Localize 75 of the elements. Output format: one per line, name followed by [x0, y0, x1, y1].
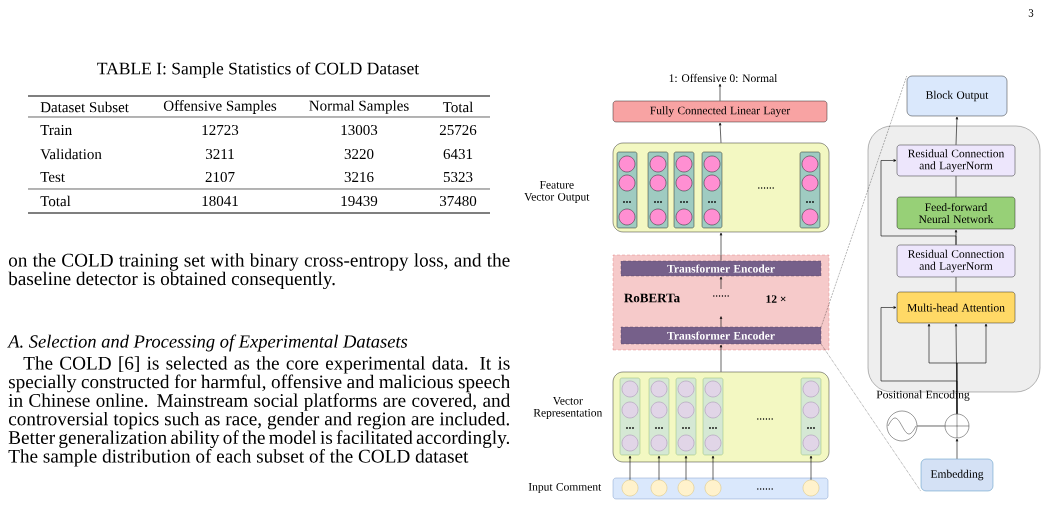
arrow	[719, 232, 723, 262]
table-cell: Train	[40, 124, 72, 136]
connector-line	[955, 175, 957, 198]
table-cell: 2107	[205, 171, 235, 183]
ellipsis: ......	[757, 488, 773, 490]
table-cell: 25726	[439, 124, 477, 136]
arrow	[880, 306, 958, 415]
arrow	[809, 455, 813, 481]
norm-box: Residual Connection and LayerNorm	[896, 144, 1016, 177]
ellipsis: ......	[713, 295, 729, 297]
arrow	[955, 438, 959, 460]
vector-column	[619, 377, 641, 456]
arrow	[711, 455, 715, 481]
token-circle	[621, 479, 639, 497]
connector-line	[916, 425, 946, 427]
ellipsis: ......	[757, 418, 773, 420]
section-heading: A. Selection and Processing of Experimental Datasets	[7, 334, 408, 352]
model-name: RoBERTa	[624, 293, 680, 303]
network-box: Feed-forward Neural Network	[896, 196, 1016, 230]
arrow	[719, 344, 723, 373]
side-label: Input Comment	[528, 482, 602, 493]
page-number: 3	[1028, 9, 1034, 17]
table-cell: 5323	[443, 171, 473, 183]
token-circle	[802, 479, 820, 497]
table-caption: TABLE I: Sample Statistics of COLD Dataset	[97, 61, 420, 78]
table-cell: 37480	[440, 195, 477, 207]
output-box: Block Output	[906, 75, 1008, 117]
arrow	[718, 83, 722, 102]
paragraph: The COLD [6] is selected as the core experimental data. It is specially constructed for harmful, offensive and malicious speech in Chinese online. Mainstream social platforms are covered, and controversial topics such as race, gender and region are included. Better generalization ability of the model is facilitated accordingly. The sample distribution of each subset of the COLD dataset	[8, 356, 510, 467]
arrow	[718, 122, 722, 144]
table-header: Normal Samples	[309, 100, 409, 114]
vector-column	[800, 377, 822, 456]
table-cell: 18041	[202, 195, 238, 207]
encoder-bar: Transformer Encoder	[620, 260, 822, 277]
paragraph: on the COLD training set with binary cross-entropy loss, and the baseline detector is obtained consequently.	[8, 253, 510, 290]
arrow	[719, 316, 723, 328]
vector-column	[702, 377, 724, 456]
encoder-bar: Transformer Encoder	[620, 326, 822, 345]
embedding-box: Embedding	[920, 458, 994, 492]
vector-column	[675, 377, 697, 456]
guide-line	[820, 75, 908, 328]
table-header: Total	[442, 101, 473, 113]
arrow	[657, 455, 661, 481]
table-cell: Total	[40, 195, 71, 207]
guide-line	[820, 343, 922, 492]
ellipsis: ......	[758, 187, 774, 189]
side-label: Vector Representation	[533, 397, 603, 419]
attention-box: Multi-head Attention	[896, 291, 1016, 324]
token-circle	[704, 479, 722, 497]
layer-box: Fully Connected Linear Layer	[612, 100, 828, 123]
table-cell: 13003	[341, 124, 378, 136]
arrow	[684, 455, 688, 481]
arrow	[880, 159, 957, 246]
table-cell: 12723	[202, 124, 239, 136]
arrow	[719, 276, 723, 290]
table-header: Offensive Samples	[163, 100, 277, 114]
arrow	[955, 116, 959, 146]
table-header: Dataset Subset	[40, 101, 129, 113]
table-cell: 3216	[344, 171, 374, 183]
output-label: 1: Offensive 0: Normal	[669, 73, 778, 83]
connector-line	[955, 276, 957, 293]
table-cell: 6431	[443, 148, 473, 160]
norm-box: Residual Connection and LayerNorm	[896, 244, 1016, 278]
token-circle	[650, 479, 668, 497]
table-cell: 3220	[344, 148, 374, 160]
arrow	[628, 455, 632, 481]
repeat-count: 12 ×	[766, 295, 786, 303]
table-cell: 19439	[341, 195, 378, 207]
token-circle	[677, 479, 695, 497]
side-label: Feature Vector Output	[524, 181, 590, 203]
table-cell: 3211	[206, 148, 234, 160]
vector-column	[648, 377, 670, 456]
table-cell: Validation	[40, 148, 102, 160]
table-cell: Test	[40, 172, 65, 182]
sum-circle	[944, 413, 970, 439]
